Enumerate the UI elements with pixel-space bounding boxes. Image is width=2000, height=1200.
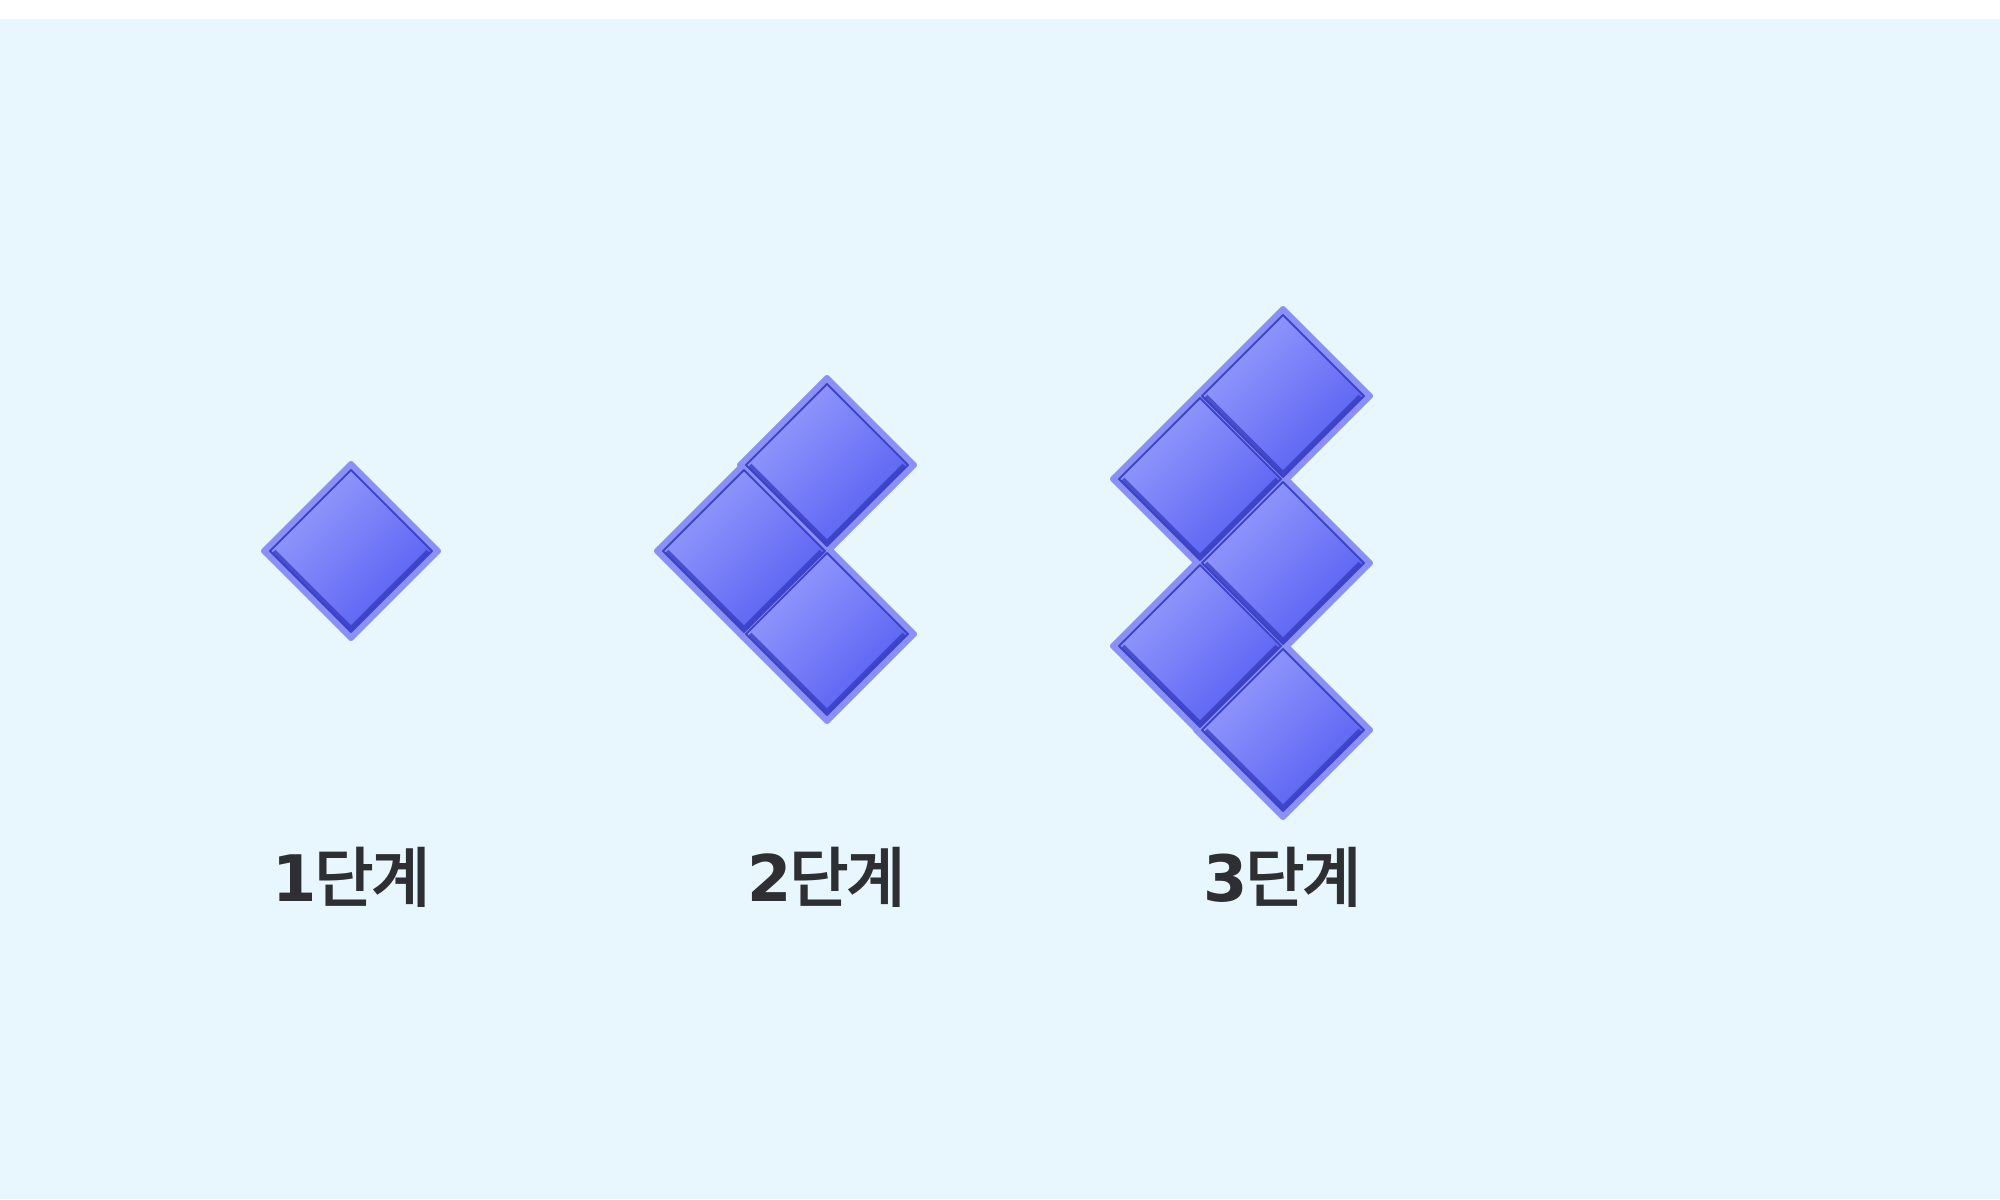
tile-shadow-edge	[748, 632, 906, 713]
tile-shadow-edge	[272, 549, 430, 630]
tile-shadow-edge	[1204, 394, 1362, 475]
diamond-tile	[1201, 648, 1365, 812]
tile-shadow-edge	[1121, 477, 1279, 558]
diamond-tile	[745, 383, 909, 547]
diamond-tile	[1118, 397, 1282, 561]
tile-shadow-edge	[748, 463, 906, 544]
stage-3-label: 3단계	[1202, 843, 1361, 917]
diamond-tile	[662, 469, 826, 633]
diamond-tile	[1201, 481, 1365, 645]
tile-shadow-edge	[665, 549, 823, 630]
tile-shadow-edge	[1121, 644, 1279, 725]
tile-shadow-edge	[1204, 728, 1362, 809]
diamond-tile	[745, 552, 909, 716]
stage-1-label: 1단계	[271, 843, 430, 917]
stage-1-tiles	[261, 461, 441, 641]
diamond-tile	[1118, 564, 1282, 728]
stage-2-label: 2단계	[746, 843, 905, 917]
diamond-tile	[269, 469, 433, 633]
tile-shadow-edge	[1204, 561, 1362, 642]
stage-2-tiles	[654, 375, 917, 724]
stage-3-tiles	[1110, 306, 1373, 820]
diamond-tile	[1201, 314, 1365, 478]
